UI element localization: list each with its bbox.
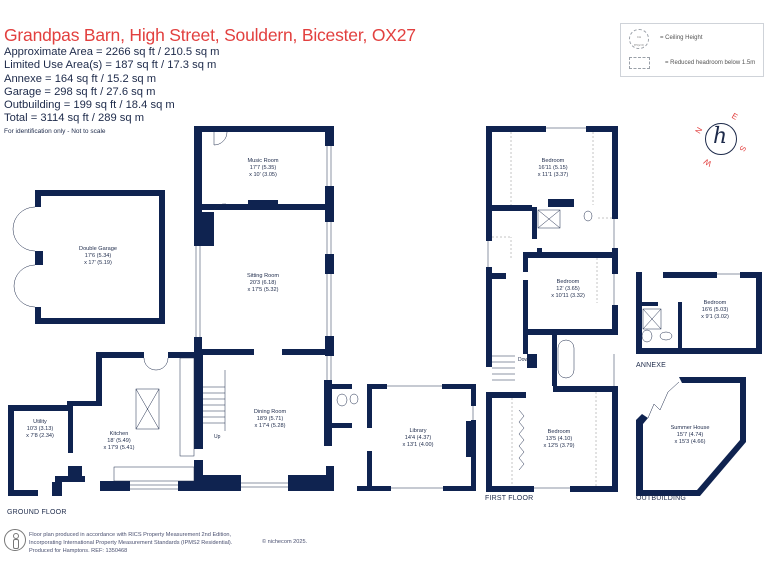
area-annexe: Annexe = 164 sq ft / 15.2 sq m bbox=[4, 72, 157, 85]
identification-note: For identification only - Not to scale bbox=[4, 128, 106, 135]
room-dim: 13'5 (4.10) bbox=[545, 436, 573, 442]
room-name: Utility bbox=[33, 419, 47, 425]
info-person-icon bbox=[4, 529, 26, 551]
room-name: Bedroom bbox=[556, 279, 580, 285]
footer-reference: Produced for Hamptons. REF: 1350468 bbox=[29, 548, 128, 554]
room-name: Bedroom bbox=[703, 300, 727, 306]
room-dim: x 10'11 (3.32) bbox=[551, 293, 585, 299]
room-name: Kitchen bbox=[109, 431, 129, 437]
room-dim: x 17' (5.19) bbox=[84, 260, 112, 266]
room-dim: 16'6 (5.03) bbox=[701, 307, 729, 313]
room-utility: Utility 10'3 (3.13) x 7'8 (2.34) bbox=[26, 419, 54, 440]
room-sitting-room: Sitting Room 20'3 (6.18) x 17'5 (5.32) bbox=[247, 273, 279, 294]
area-total: Total = 3114 sq ft / 289 sq m bbox=[4, 112, 145, 125]
room-dim: x 7'8 (2.34) bbox=[26, 433, 54, 439]
ceiling-height-label: = Ceiling Height bbox=[660, 35, 703, 41]
garage-wall-right bbox=[159, 190, 165, 324]
area-outbuilding: Outbuilding = 199 sq ft / 18.4 sq m bbox=[4, 99, 175, 112]
room-name: Bedroom bbox=[547, 429, 571, 435]
room-library: Library 14'4 (4.37) x 13'1 (4.00) bbox=[403, 428, 434, 449]
room-dim: x 11'1 (3.37) bbox=[537, 172, 569, 178]
reduced-headroom-label: = Reduced headroom below 1.5m bbox=[665, 60, 756, 66]
compass: h N E S W bbox=[690, 110, 750, 170]
footer-line: Incorporating International Property Mea… bbox=[29, 540, 233, 546]
room-dim: 17'6 (5.34) bbox=[84, 253, 112, 259]
room-name: Summer House bbox=[670, 425, 710, 431]
floor-label-first: FIRST FLOOR bbox=[485, 495, 534, 502]
footer-disclaimer: Floor plan produced in accordance with R… bbox=[29, 531, 232, 555]
room-dim: x 17'5 (5.32) bbox=[247, 287, 279, 293]
room-name: Dining Room bbox=[253, 409, 287, 415]
room-kitchen: Kitchen 18' (5.49) x 17'9 (5.41) bbox=[104, 431, 135, 452]
room-name: Library bbox=[409, 428, 427, 434]
stairs-up-label: Up bbox=[214, 434, 221, 440]
garage-wall-bottom bbox=[35, 318, 165, 324]
compass-ring-icon bbox=[705, 123, 737, 155]
room-bedroom-2: Bedroom 12' (3.65) x 10'11 (3.32) bbox=[551, 279, 585, 300]
room-name: Double Garage bbox=[79, 246, 117, 252]
area-approximate: Approximate Area = 2266 sq ft / 210.5 sq… bbox=[4, 46, 220, 58]
room-music-room: Music Room 17'7 (5.35) x 10' (3.05) bbox=[247, 158, 278, 179]
garage-wall-top bbox=[35, 190, 165, 196]
floor-label-outbuilding: OUTBUILDING bbox=[636, 495, 687, 502]
room-dim: x 10' (3.05) bbox=[249, 172, 277, 178]
room-annexe-bedroom: Bedroom 16'6 (5.03) x 9'1 (3.02) bbox=[701, 300, 729, 321]
hamptons-logo-icon: h bbox=[713, 124, 728, 149]
floor-label-annexe: ANNEXE bbox=[636, 362, 666, 369]
room-name: Sitting Room bbox=[246, 273, 280, 279]
area-summary: Approximate Area = 2266 sq ft / 210.5 sq… bbox=[4, 46, 219, 126]
property-title: Grandpas Barn, High Street, Souldern, Bi… bbox=[4, 25, 416, 45]
room-dim: 15'7 (4.74) bbox=[676, 432, 704, 438]
room-dim: 20'3 (6.18) bbox=[249, 280, 277, 286]
copyright-nichecom: © nichecom 2025. bbox=[262, 539, 308, 545]
room-dim: x 17'9 (5.41) bbox=[103, 445, 135, 451]
room-dim: 10'3 (3.13) bbox=[26, 426, 54, 432]
stairs-down-label: Down bbox=[518, 357, 531, 363]
room-dim: x 12'5 (3.79) bbox=[543, 443, 575, 449]
footer-line: Floor plan produced in accordance with R… bbox=[29, 532, 232, 538]
room-name: Music Room bbox=[247, 158, 279, 164]
room-dim: x 15'3 (4.66) bbox=[674, 439, 706, 445]
room-name: Bedroom bbox=[541, 158, 565, 164]
reduced-headroom-icon bbox=[629, 57, 650, 69]
room-dim: x 9'1 (3.02) bbox=[701, 314, 729, 320]
room-bedroom-1: Bedroom 16'11 (5.15) x 11'1 (3.37) bbox=[538, 158, 569, 179]
room-dim: x 13'1 (4.00) bbox=[402, 442, 434, 448]
area-garage: Garage = 298 sq ft / 27.6 sq m bbox=[4, 85, 156, 98]
room-summer-house: Summer House 15'7 (4.74) x 15'3 (4.66) bbox=[671, 425, 710, 446]
room-bedroom-3: Bedroom 13'5 (4.10) x 12'5 (3.79) bbox=[544, 429, 575, 450]
floor-label-ground: GROUND FLOOR bbox=[7, 509, 67, 516]
room-dim: 12' (3.65) bbox=[556, 286, 580, 292]
room-dining-room: Dining Room 18'9 (5.71) x 17'4 (5.28) bbox=[254, 409, 286, 430]
room-dim: 17'7 (5.35) bbox=[249, 165, 277, 171]
room-double-garage: Double Garage 17'6 (5.34) x 17' (5.19) bbox=[79, 246, 117, 267]
room-dim: x 17'4 (5.28) bbox=[254, 423, 286, 429]
room-dim: 14'4 (4.37) bbox=[404, 435, 432, 441]
room-dim: 18' (5.49) bbox=[107, 438, 131, 444]
room-dim: 18'9 (5.71) bbox=[256, 416, 284, 422]
room-dim: 16'11 (5.15) bbox=[538, 165, 568, 171]
area-limited-use: Limited Use Area(s) = 187 sq ft / 17.3 s… bbox=[4, 59, 217, 72]
